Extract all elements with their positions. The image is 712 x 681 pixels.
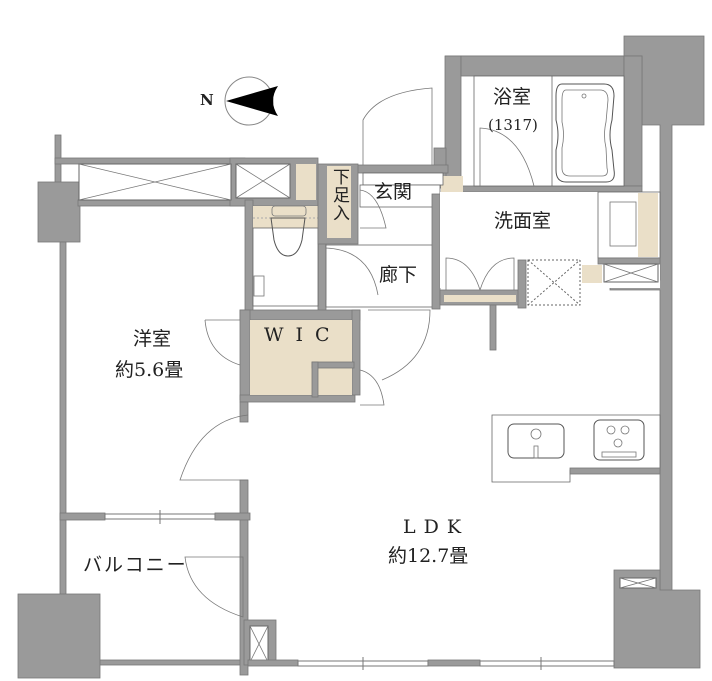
compass-north-label: N xyxy=(200,91,214,109)
wic-floor xyxy=(250,320,352,395)
hallway-floor xyxy=(325,244,437,308)
balcony-label: バルコニー xyxy=(83,554,188,576)
shoe-closet xyxy=(327,166,351,238)
bathroom-door-swing xyxy=(479,127,535,187)
bathroom-label: 浴室 xyxy=(493,86,532,108)
washroom-linen-storage xyxy=(638,193,658,257)
washbasin-icon xyxy=(609,201,637,247)
wic-door-swing xyxy=(359,369,385,406)
hallway-label: 廊下 xyxy=(379,264,418,286)
stove-icon xyxy=(593,419,645,461)
bathroom-size-code: (1317) xyxy=(488,116,538,134)
western-room-label: 洋室 xyxy=(133,328,172,350)
structural-column-southeast xyxy=(613,569,701,669)
toilet-shelf xyxy=(253,206,318,228)
shoe-closet-label: 下足入 xyxy=(329,168,349,222)
bathroom-floor xyxy=(473,75,625,187)
washing-machine-pan-icon xyxy=(527,259,581,306)
sink-icon xyxy=(507,423,565,459)
kitchen-counter xyxy=(491,414,661,483)
bathtub-icon xyxy=(555,83,615,183)
wic-label: WIC xyxy=(264,324,342,346)
ldk-label: LDK xyxy=(403,516,470,538)
structural-column-southwest xyxy=(17,593,101,679)
western-room-door-swing xyxy=(179,414,249,481)
toilet-paper-holder xyxy=(253,275,265,297)
western-room-area: 約5.6畳 xyxy=(115,359,184,381)
entrance-label: 玄関 xyxy=(374,181,413,203)
washroom-label: 洗面室 xyxy=(494,210,552,232)
western-room-closet-door-swing xyxy=(204,319,241,366)
exterior-wall-northeast xyxy=(433,35,705,601)
balcony-door-swing xyxy=(184,556,244,618)
toilet-icon xyxy=(270,205,307,257)
ldk-area: 約12.7畳 xyxy=(388,545,469,567)
ldk-window-right[interactable] xyxy=(479,660,615,667)
hallway-door-swing xyxy=(325,247,379,300)
north-arrow-icon xyxy=(224,76,278,126)
entrance-door-swing xyxy=(362,87,433,165)
